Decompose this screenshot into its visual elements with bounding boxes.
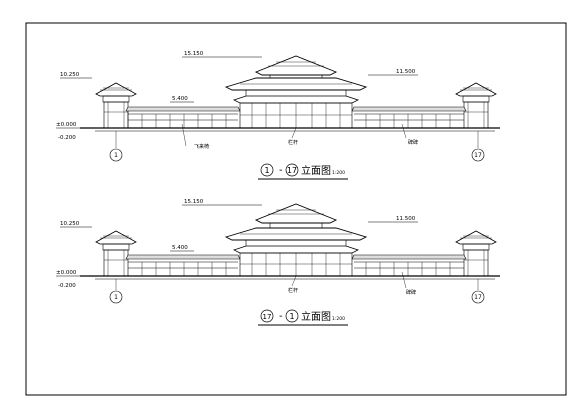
label-stele: 碑碑 <box>408 139 418 146</box>
axis-bubble-left <box>109 148 123 162</box>
axis-label-right: 17 <box>474 294 482 301</box>
elevation-1-17: 10.250 15.150 11.500 5.400 ±0.000 -0.200… <box>56 51 500 180</box>
title-dash: - <box>279 165 283 176</box>
level-base: -0.200 <box>58 135 76 141</box>
axis-bubble-left <box>109 290 123 304</box>
label-railing: 栏杆 <box>288 139 298 146</box>
level-base: -0.200 <box>58 283 76 289</box>
elevation-17-1: 10.250 15.150 11.500 5.400 ±0.000 -0.200… <box>56 199 500 326</box>
central-hall <box>224 203 368 277</box>
level-right-roof: 11.500 <box>396 69 416 75</box>
title-text: 立面图 <box>301 310 331 323</box>
axis-bubble-right <box>471 290 485 304</box>
elevation-title: 17 - 1 立面图 1:200 <box>258 309 348 326</box>
title-dash: - <box>279 311 283 322</box>
level-top-ridge: 15.150 <box>184 199 204 205</box>
title-start-axis: 1 <box>264 166 269 175</box>
axis-label-left: 1 <box>114 294 118 301</box>
level-ground: ±0.000 <box>56 270 77 276</box>
level-top-ridge: 15.150 <box>184 51 204 57</box>
sheet-border <box>25 22 567 396</box>
level-right-roof: 11.500 <box>396 216 416 222</box>
right-pavilion <box>455 82 497 129</box>
title-scale: 1:200 <box>332 170 345 176</box>
title-start-axis: 17 <box>263 313 272 321</box>
elevation-title: 1 - 17 立面图 1:200 <box>258 163 348 180</box>
title-end-axis: 17 <box>287 166 297 175</box>
level-markers: 10.250 15.150 11.500 5.400 ±0.000 -0.200 <box>56 51 418 141</box>
label-stele: 碑碑 <box>406 289 416 296</box>
title-scale: 1:200 <box>332 316 345 322</box>
axis-label-left: 1 <box>114 152 118 159</box>
label-railing: 栏杆 <box>288 287 298 294</box>
axis-label-right: 17 <box>474 152 482 159</box>
left-corridor <box>125 106 241 128</box>
level-corridor: 5.400 <box>172 96 188 102</box>
right-corridor <box>351 106 467 128</box>
title-end-axis: 1 <box>289 312 294 321</box>
level-side-pavilion: 10.250 <box>60 221 80 227</box>
level-markers: 10.250 15.150 11.500 5.400 ±0.000 -0.200 <box>56 199 418 289</box>
right-corridor <box>351 254 467 276</box>
level-ground: ±0.000 <box>56 122 77 128</box>
central-hall <box>224 55 368 129</box>
left-pavilion <box>95 82 137 129</box>
level-side-pavilion: 10.250 <box>60 72 80 78</box>
right-pavilion <box>455 230 497 277</box>
label-bench: 飞来椅 <box>194 143 209 150</box>
left-corridor <box>125 254 241 276</box>
level-corridor: 5.400 <box>172 245 188 251</box>
left-pavilion <box>95 230 137 277</box>
title-text: 立面图 <box>301 164 331 177</box>
axis-bubble-right <box>471 148 485 162</box>
